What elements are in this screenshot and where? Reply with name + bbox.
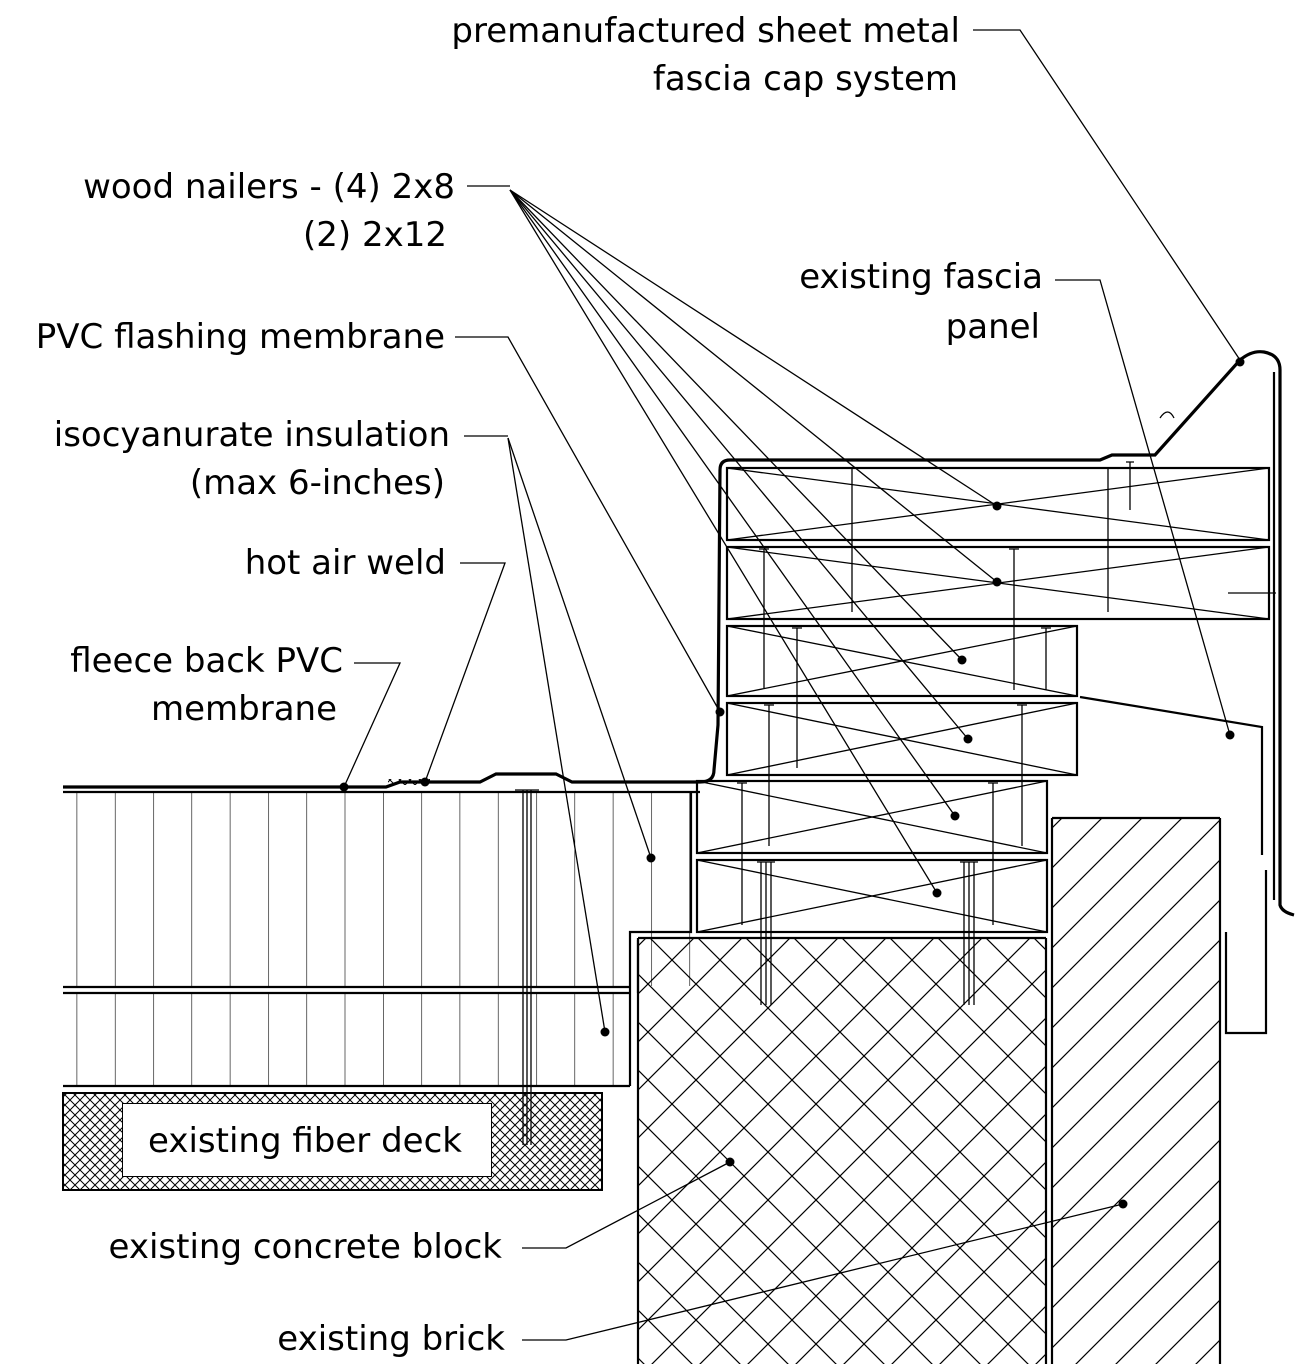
leader-lines: [343, 29, 1241, 1341]
fascia-cap-label-2: fascia cap system: [653, 59, 958, 99]
fleece-back-label-2: membrane: [151, 689, 337, 729]
existing-fascia-label-2: panel: [946, 307, 1040, 347]
existing-fascia-label-1: existing fascia: [799, 257, 1043, 297]
concrete-block: [636, 936, 1048, 1364]
brick-wall: [1050, 816, 1222, 1364]
concrete-block-label: existing concrete block: [109, 1227, 503, 1267]
brick-label: existing brick: [277, 1319, 505, 1359]
fleece-back-label-1: fleece back PVC: [70, 641, 343, 681]
wood-nailers-label-1: wood nailers - (4) 2x8: [83, 167, 455, 207]
labels: premanufactured sheet metal fascia cap s…: [36, 11, 1043, 1359]
fascia-cap-label-1: premanufactured sheet metal: [451, 11, 960, 51]
fasteners: [515, 461, 1276, 1145]
fiber-deck: [62, 1092, 603, 1191]
fiber-deck-label: existing fiber deck: [148, 1121, 462, 1161]
wood-nailers-label-2: (2) 2x12: [303, 215, 447, 255]
membranes: [63, 350, 1295, 1035]
insulation-label-1: isocyanurate insulation: [54, 415, 450, 455]
insulation-label-2: (max 6-inches): [190, 463, 445, 503]
pvc-flashing-label: PVC flashing membrane: [36, 317, 445, 357]
insulation-layers: [63, 793, 693, 1088]
hot-air-weld-label: hot air weld: [245, 543, 446, 583]
leader-dots: [339, 357, 1245, 1209]
